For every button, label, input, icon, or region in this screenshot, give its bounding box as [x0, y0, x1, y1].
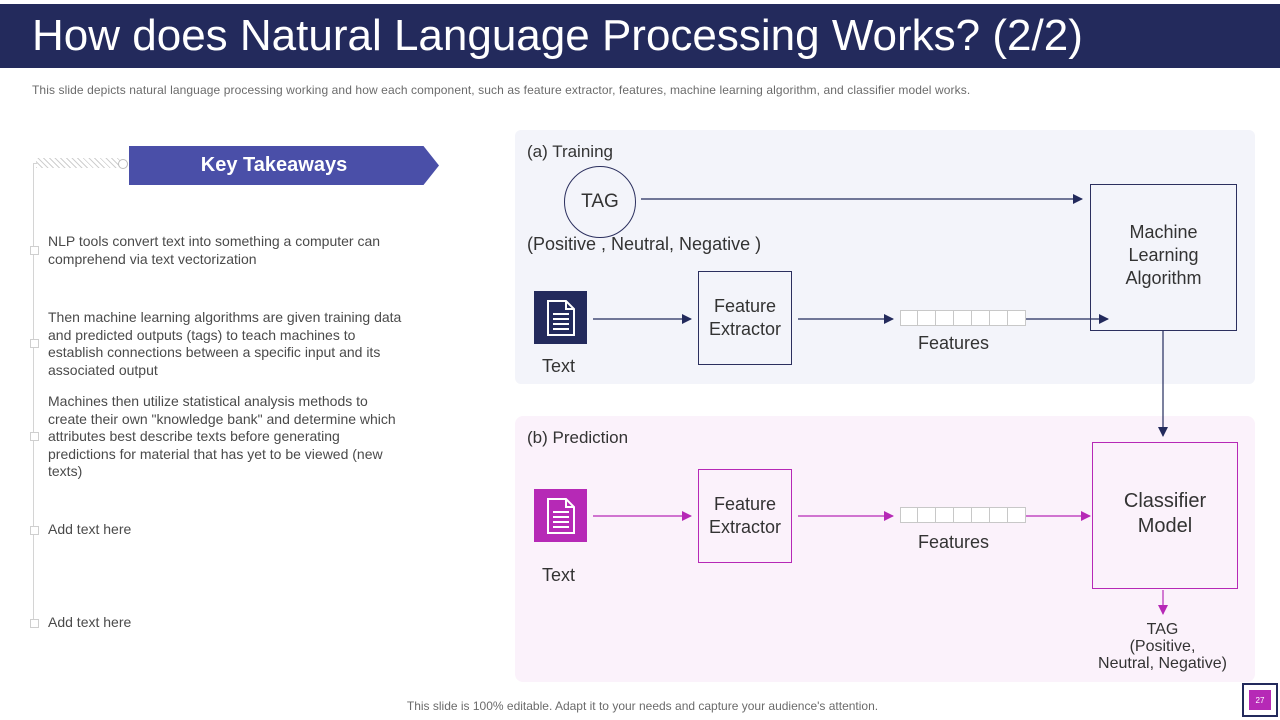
classifier-line-2: Model — [1137, 514, 1193, 537]
page-number-badge: 27 — [1242, 683, 1278, 717]
document-icon — [534, 291, 587, 344]
page-subtitle: This slide depicts natural language proc… — [32, 83, 971, 97]
takeaway-item-1: NLP tools convert text into something a … — [48, 233, 381, 267]
extractor-line-2: Extractor — [708, 517, 782, 537]
timeline-line — [33, 163, 34, 623]
training-panel — [515, 130, 1255, 384]
page-number: 27 — [1249, 690, 1271, 710]
timeline-connector — [33, 163, 37, 164]
bullet-marker — [30, 339, 39, 348]
ml-line-3: Algorithm — [1125, 268, 1202, 288]
machine-learning-algorithm-box: Machine Learning Algorithm — [1090, 184, 1237, 331]
footer-note: This slide is 100% editable. Adapt it to… — [406, 699, 879, 713]
ml-line-2: Learning — [1128, 245, 1199, 265]
classifier-model-box: Classifier Model — [1092, 442, 1238, 589]
takeaway-item-4: Add text here — [48, 521, 132, 537]
bullet-marker — [30, 432, 39, 441]
title-bar — [0, 4, 1280, 68]
tag-label: TAG — [581, 191, 619, 212]
bullet-marker — [30, 246, 39, 255]
prediction-text-label: Text — [542, 565, 576, 585]
extractor-line-1: Feature — [713, 296, 777, 316]
prediction-feature-extractor: Feature Extractor — [698, 469, 792, 563]
hatch-decoration — [36, 158, 122, 168]
prediction-label: (b) Prediction — [527, 428, 629, 447]
output-tag-label: TAG — [1146, 621, 1179, 638]
tag-values: (Positive , Neutral, Negative ) — [527, 234, 762, 254]
key-takeaways-banner: Key Takeaways — [129, 146, 439, 185]
training-feature-extractor: Feature Extractor — [698, 271, 792, 365]
output-values-line-2: Neutral, Negative) — [1098, 655, 1227, 672]
takeaway-item-2: Then machine learning algorithms are giv… — [48, 309, 402, 378]
output-tag: TAG (Positive, Neutral, Negative) — [1090, 621, 1235, 672]
document-icon — [534, 489, 587, 542]
prediction-features-label: Features — [918, 532, 990, 552]
bullet-marker — [30, 619, 39, 628]
extractor-line-2: Extractor — [708, 319, 782, 339]
training-features-vector — [900, 310, 1026, 326]
page-title: How does Natural Language Processing Wor… — [32, 11, 1083, 60]
bullet-marker — [30, 526, 39, 535]
output-values-line-1: (Positive, — [1129, 638, 1196, 655]
takeaway-item-3: Machines then utilize statistical analys… — [48, 393, 396, 479]
ml-line-1: Machine — [1129, 222, 1198, 242]
training-text-label: Text — [542, 356, 576, 376]
takeaway-item-5: Add text here — [48, 614, 132, 630]
training-features-label: Features — [918, 333, 990, 353]
prediction-panel — [515, 416, 1255, 682]
extractor-line-1: Feature — [713, 494, 777, 514]
classifier-line-1: Classifier — [1123, 489, 1207, 512]
timeline-dot — [118, 159, 128, 169]
key-takeaways-heading: Key Takeaways — [200, 154, 348, 176]
tag-circle: TAG — [564, 166, 636, 238]
prediction-features-vector — [900, 507, 1026, 523]
training-label: (a) Training — [527, 142, 613, 161]
